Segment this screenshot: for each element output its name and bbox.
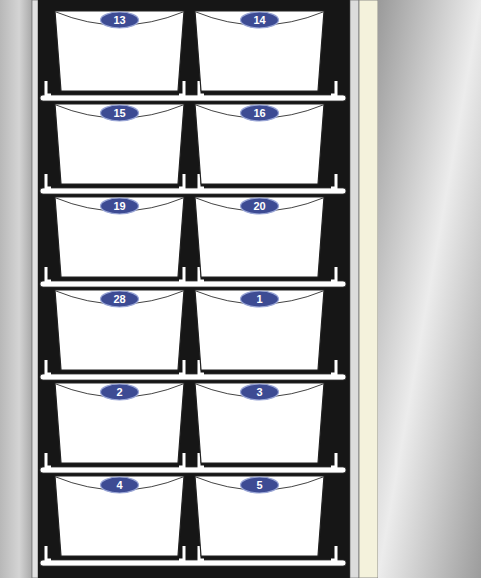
storage-bin: 1: [193, 287, 326, 371]
shelf-bracket: [331, 267, 336, 281]
bin-number: 1: [193, 291, 326, 307]
shelf: [40, 188, 346, 194]
bin-number: 20: [193, 198, 326, 214]
shelf: [40, 95, 346, 101]
bin-number: 4: [53, 477, 186, 493]
bin-number: 2: [53, 384, 186, 400]
storage-bin: 3: [193, 380, 326, 464]
bin-number: 3: [193, 384, 326, 400]
shelf-bracket: [179, 267, 184, 281]
shelf: [40, 374, 346, 380]
shelf-bracket: [46, 81, 51, 95]
bin-number: 19: [53, 198, 186, 214]
frame-edge: [350, 0, 359, 578]
door-seal: [359, 0, 378, 578]
shelf-bracket: [331, 360, 336, 374]
storage-bin: 28: [53, 287, 186, 371]
storage-bin: 16: [193, 101, 326, 185]
shelf-bracket: [179, 546, 184, 560]
storage-bin: 19: [53, 194, 186, 278]
shelf-bracket: [179, 81, 184, 95]
shelf: [40, 467, 346, 473]
side-panel: [0, 0, 32, 578]
bin-number: 28: [53, 291, 186, 307]
bin-number: 15: [53, 105, 186, 121]
bin-number: 13: [53, 12, 186, 28]
shelf-bracket: [179, 174, 184, 188]
shelf-bracket: [46, 360, 51, 374]
storage-bin: 20: [193, 194, 326, 278]
storage-bin: 2: [53, 380, 186, 464]
shelf-bracket: [46, 174, 51, 188]
storage-bin: 5: [193, 473, 326, 557]
storage-bin: 14: [193, 8, 326, 92]
shelf: [40, 560, 346, 566]
cabinet-door: [378, 0, 481, 578]
shelf: [40, 281, 346, 287]
shelf-bracket: [46, 267, 51, 281]
shelf-bracket: [179, 453, 184, 467]
storage-bin: 15: [53, 101, 186, 185]
storage-bin: 4: [53, 473, 186, 557]
shelf-bracket: [331, 81, 336, 95]
cabinet-interior: [38, 0, 350, 578]
shelf-bracket: [331, 546, 336, 560]
bin-number: 16: [193, 105, 326, 121]
shelf-bracket: [331, 174, 336, 188]
shelf-bracket: [331, 453, 336, 467]
shelf-bracket: [46, 546, 51, 560]
bin-number: 5: [193, 477, 326, 493]
shelf-bracket: [46, 453, 51, 467]
bin-number: 14: [193, 12, 326, 28]
frame-edge: [32, 0, 38, 578]
storage-bin: 13: [53, 8, 186, 92]
shelf-bracket: [179, 360, 184, 374]
